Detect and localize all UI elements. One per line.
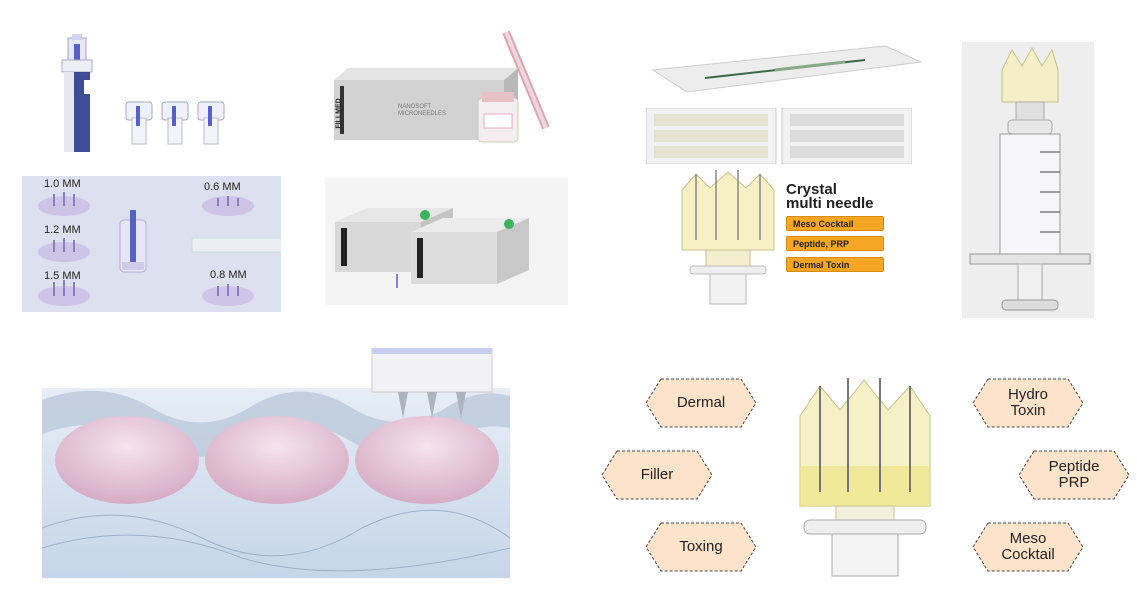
size-label-5: 0.8 MM [210,269,247,281]
badge-dermal-toxin: Dermal Toxin [786,257,884,272]
crystal-needle-small-photo [676,170,780,310]
needle-sizes-illustration [38,192,281,306]
hex-meso-cocktail: Meso Cocktail [972,522,1084,572]
size-label-3: 1.2 MM [44,224,81,236]
crystal-needle-large-photo [790,376,940,578]
fillmed-box-illustration [334,30,550,143]
hex-hydro-toxin-label: Hydro Toxin [1007,386,1048,419]
hex-filler: Filler [601,450,713,500]
hex-hydro-toxin: Hydro Toxin [972,378,1084,428]
syringe-crystal-illustration [969,46,1091,311]
crystal-title-line2: multi needle [786,195,874,212]
fillmed-box-photo: FILLMED NANOSOFT MICRONEEDLES [328,28,558,153]
hex-dermal: Dermal [645,378,757,428]
badge-meso-cocktail: Meso Cocktail [786,216,884,231]
skin-injection-diagram [42,348,510,578]
hex-peptide-prp-label: Peptide PRP [1048,458,1100,491]
box-brand-vertical: FILLMED [335,98,343,129]
size-label-2: 0.6 MM [204,181,241,193]
crystal-package-illustration [651,45,923,93]
syringe-hub-photo [40,30,240,160]
box-product-name: NANOSOFT MICRONEEDLES [398,104,447,117]
crystal-needle-small-illustration [681,170,775,305]
hex-dermal-label: Dermal [676,394,726,411]
fillmed-two-boxes-photo [325,178,568,305]
syringe-crystal-photo [962,42,1094,318]
blister-packs-photo [646,108,912,164]
syringe-hub-illustration [61,34,225,152]
crystal-title-line1: Crystal [786,181,837,198]
two-boxes-illustration [335,208,529,288]
needle-sizes-panel: 1.0 MM 0.6 MM 1.2 MM 1.5 MM 0.8 MM [22,176,281,312]
badge-peptide-prp: Peptide, PRP [786,236,884,251]
skin-injection-illustration [42,348,510,578]
crystal-title: Crystal multi needle [786,181,874,212]
hex-filler-label: Filler [640,466,674,483]
hex-toxing: Toxing [645,522,757,572]
size-label-1: 1.0 MM [44,178,81,190]
crystal-package-photo [645,40,923,96]
blister-packs-illustration [646,108,912,164]
size-label-4: 1.5 MM [44,270,81,282]
hex-peptide-prp: Peptide PRP [1018,450,1130,500]
crystal-needle-large-illustration [799,378,931,577]
hex-toxing-label: Toxing [679,538,723,555]
hex-meso-cocktail-label: Meso Cocktail [1001,530,1055,563]
